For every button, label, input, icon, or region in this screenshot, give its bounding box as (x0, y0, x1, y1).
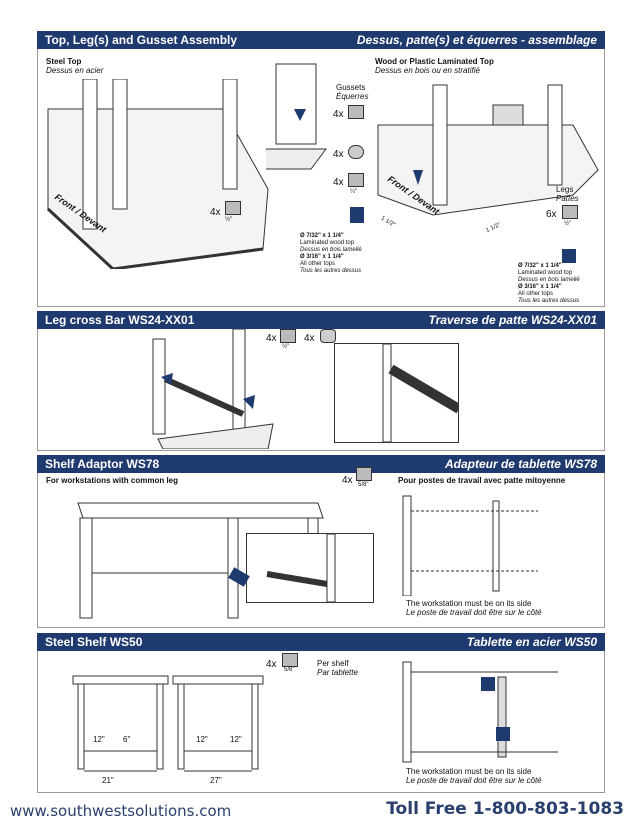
section-header-adaptor: Shelf Adaptor WS78 Adapteur de tablette … (37, 455, 605, 473)
qty-4x-bolt: 4x (266, 333, 277, 344)
qty-4x-c: 4x (333, 149, 344, 160)
hex-bolt-icon (348, 173, 364, 187)
nut-icon (320, 329, 336, 343)
section-title-fr: Traverse de patte WS24-XX01 (428, 313, 597, 327)
adaptor-detail (246, 533, 374, 603)
dim-21: 21" (102, 776, 114, 785)
bolt-size-half-a: ½" (225, 217, 233, 223)
dim-27: 27" (210, 776, 222, 785)
dim-12-a: 12" (93, 735, 105, 744)
qty-4x-d: 4x (333, 177, 344, 188)
bolt-size-half-b: ½" (564, 221, 572, 227)
bolt-size: 5/8" (358, 482, 369, 488)
arrow-icon (496, 727, 510, 741)
section-title-en: Steel Shelf WS50 (45, 635, 143, 649)
qty-4x-nut: 4x (304, 333, 315, 344)
hex-bolt-icon (562, 205, 578, 219)
arrow-icon (481, 677, 495, 691)
qty-4x-a: 4x (210, 207, 221, 218)
common-leg-label-fr: Pour postes de travail avec patte mitoye… (398, 476, 566, 485)
section-title-en: Leg cross Bar WS24-XX01 (45, 313, 195, 327)
hex-bolt-icon (225, 201, 241, 215)
dim-12-c: 12" (230, 735, 242, 744)
washer-icon (348, 145, 364, 159)
common-leg-label: For workstations with common leg (46, 476, 179, 485)
toll-free-label: Toll Free (386, 799, 467, 819)
crossbar-illustration (152, 329, 274, 449)
bolt-size: ½" (282, 344, 290, 350)
qty-4x: 4x (342, 475, 353, 486)
shelf-front-view-b (172, 675, 264, 772)
shelf-side-view (402, 661, 558, 763)
section-header-shelf: Steel Shelf WS50 Tablette en acier WS50 (37, 633, 605, 651)
section-title-en: Top, Leg(s) and Gusset Assembly (45, 33, 238, 47)
hex-bolt-icon (282, 653, 298, 667)
wood-top-illustration (377, 84, 599, 216)
leg-insert-illustration (266, 63, 327, 170)
phone-number[interactable]: 1-800-803-1083 (472, 799, 624, 819)
bolt-size: 5/8" (284, 667, 295, 673)
section-title-fr: Dessus, patte(s) et équerres - assemblag… (356, 33, 597, 47)
section-title-fr: Adapteur de tablette WS78 (444, 457, 597, 471)
section-header-assembly: Top, Leg(s) and Gusset Assembly Dessus, … (37, 31, 605, 49)
qty-6x: 6x (546, 209, 557, 220)
section-title-en: Shelf Adaptor WS78 (45, 457, 160, 471)
dim-6: 6" (123, 735, 131, 744)
adaptor-panel: For workstations with common leg Pour po… (37, 467, 605, 628)
nut-icon (348, 105, 364, 119)
toll-free-phone: Toll Free 1-800-803-1083 (386, 799, 624, 819)
shelf-front-view-a (72, 675, 169, 772)
dim-12-b: 12" (196, 735, 208, 744)
section-header-crossbar: Leg cross Bar WS24-XX01 Traverse de patt… (37, 311, 605, 329)
bolt-size-quarter: ¼" (350, 189, 358, 195)
qty-4x-b: 4x (333, 109, 344, 120)
steel-top-illustration (46, 79, 269, 269)
hex-bolt-icon (356, 467, 372, 481)
hex-bolt-icon (280, 329, 296, 343)
qty-4x: 4x (266, 659, 277, 670)
down-arrow-icon (562, 249, 576, 263)
crossbar-detail (334, 343, 459, 443)
website-link[interactable]: www.southwestsolutions.com (10, 802, 232, 820)
down-arrow-icon (350, 207, 364, 223)
crossbar-panel: 4x ½" 4x (37, 329, 605, 451)
side-view-illustration (402, 495, 538, 596)
section-title-fr: Tablette en acier WS50 (466, 635, 597, 649)
